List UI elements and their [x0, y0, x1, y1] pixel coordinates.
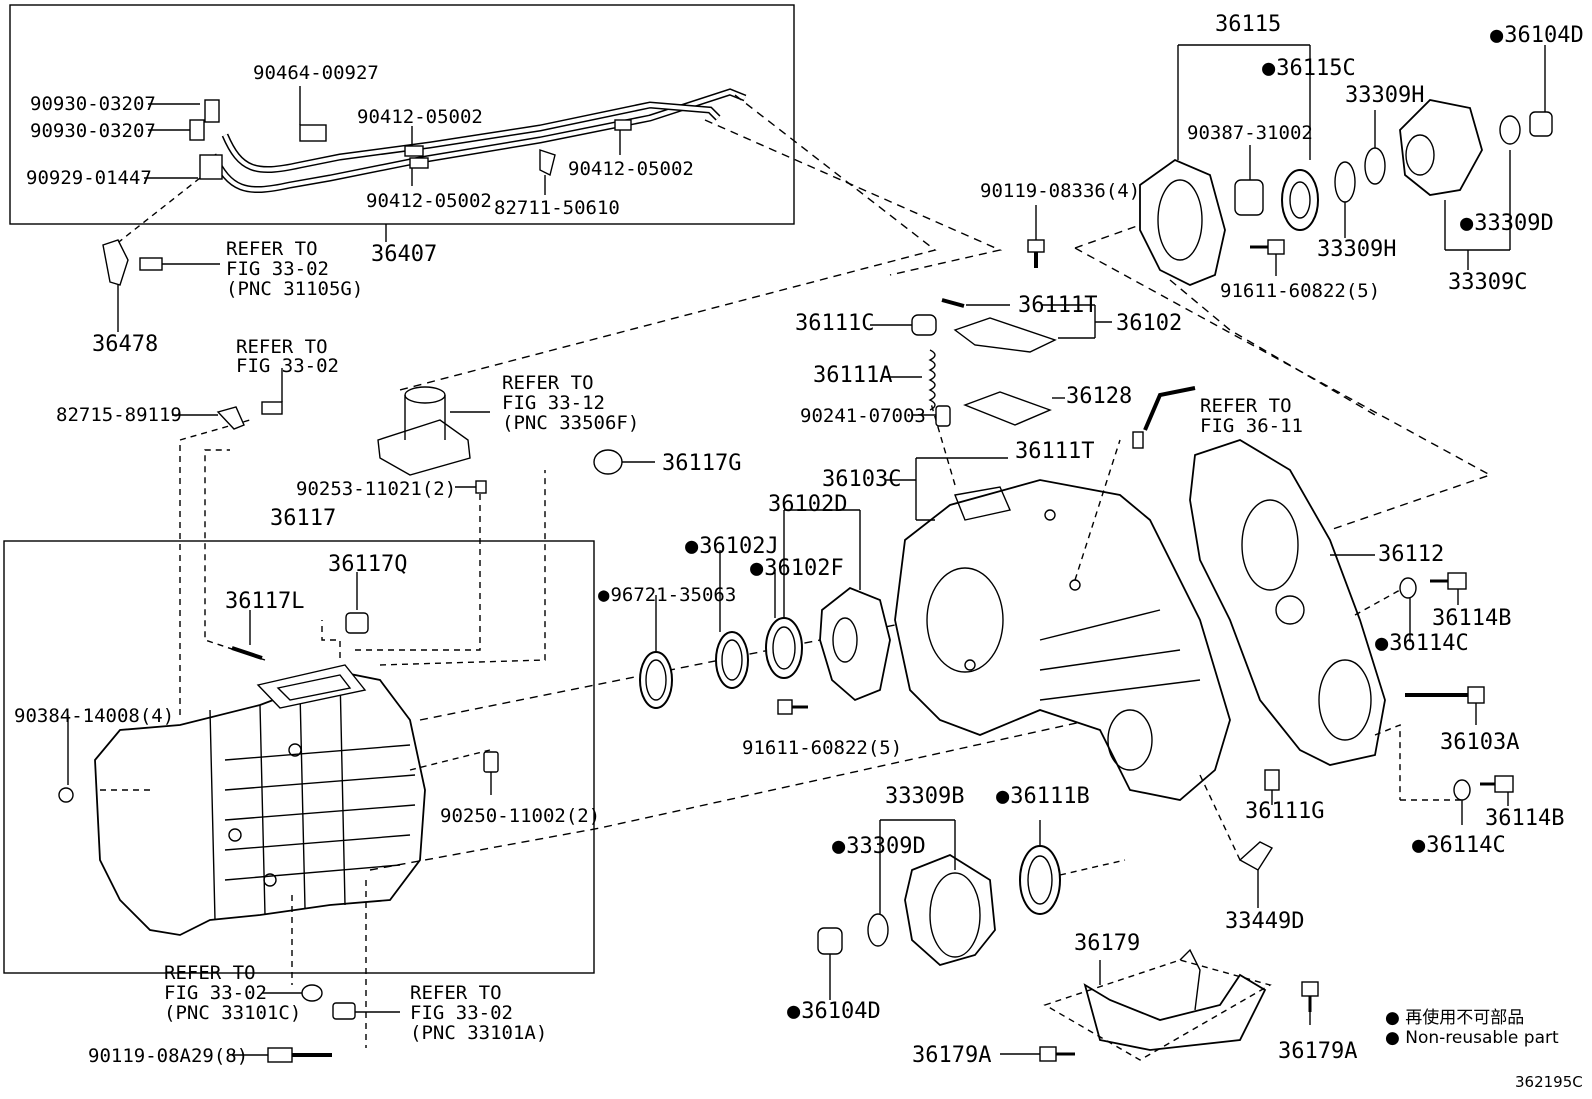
diagram-id: 362195C	[1515, 1073, 1583, 1091]
legend-dot-icon: ●	[1385, 1028, 1400, 1048]
part-label-90253-11021: 90253-11021(2)	[296, 478, 457, 500]
part-label-90384-14008: 90384-14008(4)	[14, 705, 175, 727]
part-label-36179: 36179	[1074, 931, 1141, 956]
refer-31105G-line1: REFER TO	[226, 238, 318, 260]
refer-36-11-line1: REFER TO	[1200, 395, 1292, 417]
part-label-90241-07003: 90241-07003	[800, 405, 926, 427]
part-label-36103C: 36103C	[822, 467, 902, 492]
part-label-36104D-bottom: 36104D	[787, 1000, 880, 1024]
refer-33101A-line3: (PNC 33101A)	[410, 1022, 548, 1044]
part-label-36179A-left: 36179A	[912, 1043, 992, 1068]
part-label-33309B: 33309B	[885, 784, 965, 809]
part-label-36103A: 36103A	[1440, 730, 1520, 755]
legend-text-jp: 再使用不可部品	[1405, 1008, 1525, 1028]
part-label-90387-31002: 90387-31002	[1187, 122, 1313, 144]
front-companion-flange	[904, 853, 996, 967]
part-label-90412-05002-b: 90412-05002	[366, 190, 492, 212]
part-label-36117Q: 36117Q	[328, 552, 408, 577]
skid-bracket	[1083, 948, 1267, 1051]
part-label-36407: 36407	[371, 242, 438, 267]
refer-33101A-line2: FIG 33-02	[410, 1002, 513, 1024]
part-label-36179A-right: 36179A	[1278, 1039, 1358, 1064]
part-label-36111A: 36111A	[813, 363, 893, 388]
part-label-82711-50610: 82711-50610	[494, 197, 620, 219]
refer-33-02-top-line1: REFER TO	[236, 336, 328, 358]
part-label-36111B: 36111B	[996, 785, 1089, 809]
part-label-82715-89119: 82715-89119	[56, 404, 182, 426]
legend-non-reusable-en: ● Non-reusable part	[1385, 1028, 1559, 1048]
part-label-90930-03207-a: 90930-03207	[30, 93, 156, 115]
part-label-90930-03207-b: 90930-03207	[30, 120, 156, 142]
refer-33101A-line1: REFER TO	[410, 982, 502, 1004]
part-label-36112: 36112	[1378, 542, 1445, 567]
part-label-36115C: 36115C	[1262, 57, 1355, 81]
extension-housing	[819, 586, 891, 702]
part-label-90929-01447: 90929-01447	[26, 167, 152, 189]
legend-text-en: Non-reusable part	[1405, 1028, 1559, 1048]
part-label-36102F: 36102F	[750, 557, 843, 581]
part-label-36102D: 36102D	[768, 492, 848, 517]
legend-dot-icon: ●	[1385, 1008, 1400, 1028]
part-label-36114B-b: 36114B	[1485, 806, 1565, 831]
part-label-90119-08A29: 90119-08A29(8)	[88, 1045, 249, 1067]
part-label-33309C: 33309C	[1448, 270, 1528, 295]
transmission-case	[94, 664, 426, 936]
refer-33101C-line3: (PNC 33101C)	[164, 1002, 302, 1024]
part-label-36117L: 36117L	[225, 589, 305, 614]
part-label-96721-35063: 96721-35063	[598, 584, 736, 606]
transmission-case-box	[3, 540, 595, 974]
part-label-36102: 36102	[1116, 311, 1183, 336]
part-label-36111C: 36111C	[795, 311, 875, 336]
shift-lever-retainer	[377, 386, 471, 476]
part-label-36128: 36128	[1066, 384, 1133, 409]
part-label-33449D: 33449D	[1225, 909, 1305, 934]
part-label-90464-00927: 90464-00927	[253, 62, 379, 84]
part-label-33309H-a: 33309H	[1345, 83, 1425, 108]
part-label-36111G: 36111G	[1245, 799, 1325, 824]
part-label-33309D-bottom: 33309D	[832, 835, 925, 859]
transfer-case-rear	[1189, 439, 1386, 766]
refer-33-12-line3: (PNC 33506F)	[502, 412, 640, 434]
refer-33101C-line1: REFER TO	[164, 962, 256, 984]
part-label-33309D-top: 33309D	[1460, 212, 1553, 236]
part-label-36111T-top: 36111T	[1018, 293, 1098, 318]
refer-33-12-line2: FIG 33-12	[502, 392, 605, 414]
rear-output-housing	[1139, 158, 1226, 286]
breather-hose-assembly	[189, 88, 747, 194]
refer-31105G-line3: (PNC 31105G)	[226, 278, 364, 300]
part-label-36102J: 36102J	[685, 535, 778, 559]
part-label-36111T-mid: 36111T	[1015, 439, 1095, 464]
part-label-36117G: 36117G	[662, 451, 742, 476]
part-label-90412-05002-a: 90412-05002	[357, 106, 483, 128]
hose-assembly-box	[9, 4, 795, 225]
legend-non-reusable-jp: ● 再使用不可部品	[1385, 1003, 1524, 1028]
part-label-36114B-a: 36114B	[1432, 606, 1512, 631]
part-label-36114C-b: 36114C	[1412, 834, 1505, 858]
refer-33-02-top-line2: FIG 33-02	[236, 355, 339, 377]
transfer-case-front	[894, 479, 1231, 801]
rear-companion-flange	[1399, 99, 1483, 196]
refer-33101C-line2: FIG 33-02	[164, 982, 267, 1004]
part-label-91611-top: 91611-60822(5)	[1220, 280, 1381, 302]
part-label-90250-11002: 90250-11002(2)	[440, 805, 601, 827]
refer-33-12-line1: REFER TO	[502, 372, 594, 394]
part-label-91611-mid: 91611-60822(5)	[742, 737, 903, 759]
part-label-36117: 36117	[270, 506, 337, 531]
refer-31105G-line2: FIG 33-02	[226, 258, 329, 280]
part-label-36114C-a: 36114C	[1375, 632, 1468, 656]
part-label-36478: 36478	[92, 332, 159, 357]
refer-36-11-line2: FIG 36-11	[1200, 415, 1303, 437]
part-label-90412-05002-c: 90412-05002	[568, 158, 694, 180]
part-label-36104D-top: 36104D	[1490, 24, 1583, 48]
part-label-90119-08336: 90119-08336(4)	[980, 180, 1141, 202]
part-label-36115: 36115	[1215, 12, 1282, 37]
part-label-33309H-b: 33309H	[1317, 237, 1397, 262]
